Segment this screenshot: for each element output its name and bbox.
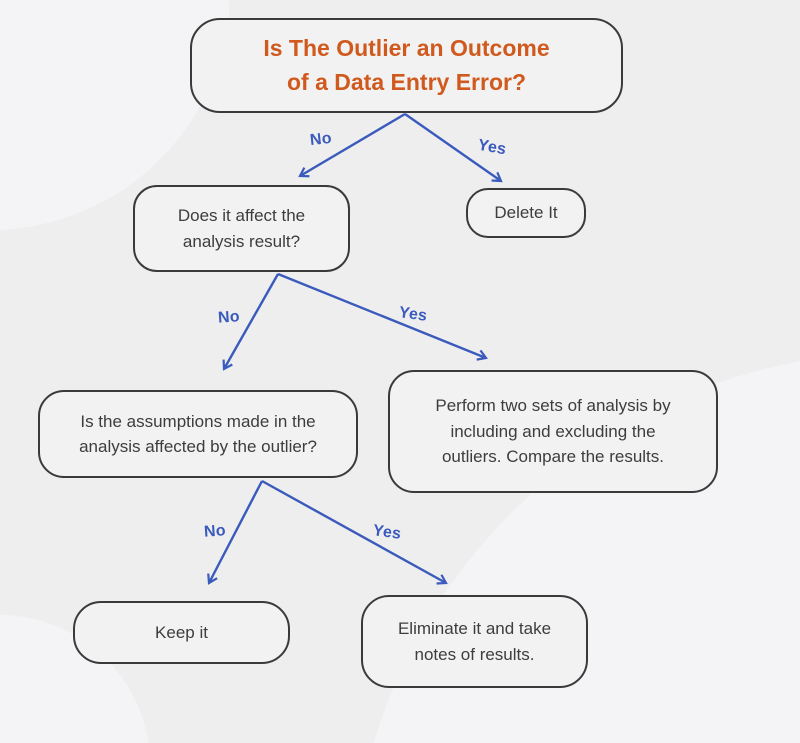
edge-label-root-no: No	[309, 129, 333, 150]
edge-label-assumptions-no: No	[203, 522, 227, 541]
node-perform-text: Perform two sets of analysis by includin…	[435, 396, 671, 467]
edge-label-affect-yes: Yes	[397, 304, 429, 325]
node-affect-text: Does it affect the analysis result?	[177, 206, 306, 251]
node-root-question: Is The Outlier an Outcome of a Data Entr…	[190, 18, 623, 113]
node-assumptions-text: Is the assumptions made in the analysis …	[79, 411, 317, 457]
node-delete-text: Delete It	[494, 203, 558, 223]
node-root-text: Is The Outlier an Outcome of a Data Entr…	[263, 35, 550, 95]
edge-label-root-yes: Yes	[476, 136, 508, 159]
node-keep-it: Keep it	[73, 601, 290, 664]
edge-label-assumptions-yes: Yes	[371, 522, 403, 543]
node-eliminate-it: Eliminate it and take notes of results.	[361, 595, 588, 688]
edge-assumptions-yes-arrow	[261, 479, 446, 583]
node-perform-two-analyses: Perform two sets of analysis by includin…	[388, 370, 718, 493]
edge-label-affect-no: No	[217, 308, 241, 327]
node-delete-it: Delete It	[466, 188, 586, 238]
node-assumptions-question: Is the assumptions made in the analysis …	[38, 390, 358, 478]
node-affects-analysis-question: Does it affect the analysis result?	[133, 185, 350, 272]
edge-affect-yes-arrow	[277, 272, 486, 358]
node-eliminate-text: Eliminate it and take notes of results.	[397, 619, 552, 664]
node-keep-text: Keep it	[155, 622, 208, 642]
